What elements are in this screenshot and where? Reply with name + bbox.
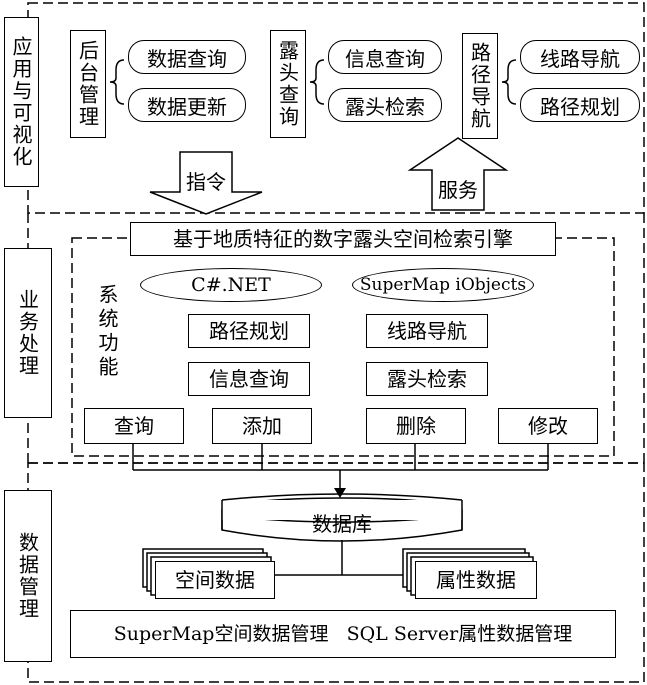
- attribute-data: 属性数据: [415, 561, 537, 599]
- operation-delete: 删除: [366, 408, 466, 444]
- item-data-query: 数据查询: [128, 40, 246, 74]
- function-outcrop-search: 露头检索: [366, 362, 488, 396]
- item-data-update: 数据更新: [128, 88, 246, 122]
- item-route-navigation: 线路导航: [520, 40, 640, 74]
- platform-csharp: C#.NET: [140, 268, 322, 302]
- operation-modify: 修改: [498, 408, 598, 444]
- module-backend-title: 后台管理: [70, 30, 106, 138]
- layer-label-data-management: 数据管理: [4, 490, 52, 662]
- brace-backend: [109, 59, 125, 105]
- module-navigation-title: 路径导航: [462, 33, 498, 139]
- instruction-arrow: [149, 151, 263, 215]
- instruction-label: 指令: [186, 170, 226, 194]
- operation-query: 查询: [84, 408, 184, 444]
- service-arrow: [407, 137, 509, 211]
- layer-label-business: 业务处理: [4, 248, 52, 418]
- service-label: 服务: [438, 178, 478, 202]
- brace-navigation: [501, 59, 517, 105]
- platform-supermap: SuperMap iObjects: [352, 268, 534, 302]
- item-outcrop-search: 露头检索: [328, 88, 442, 122]
- brace-outcrop: [309, 59, 325, 105]
- layer-label-application: 应用与可视化: [4, 17, 39, 187]
- item-path-planning: 路径规划: [520, 88, 640, 122]
- function-info-query: 信息查询: [188, 362, 310, 396]
- spatial-data: 空间数据: [155, 561, 275, 599]
- database-label: 数据库: [312, 512, 372, 536]
- engine-title: 基于地质特征的数字露头空间检索引擎: [130, 222, 556, 256]
- data-management-bar: SuperMap空间数据管理 SQL Server属性数据管理: [70, 610, 616, 658]
- item-info-query: 信息查询: [328, 40, 442, 74]
- function-route-navigation: 线路导航: [366, 314, 488, 348]
- function-path-planning: 路径规划: [188, 314, 310, 348]
- operation-add: 添加: [212, 408, 312, 444]
- module-outcrop-title: 露头查询: [270, 30, 306, 138]
- system-function-label: 系统功能: [95, 284, 119, 380]
